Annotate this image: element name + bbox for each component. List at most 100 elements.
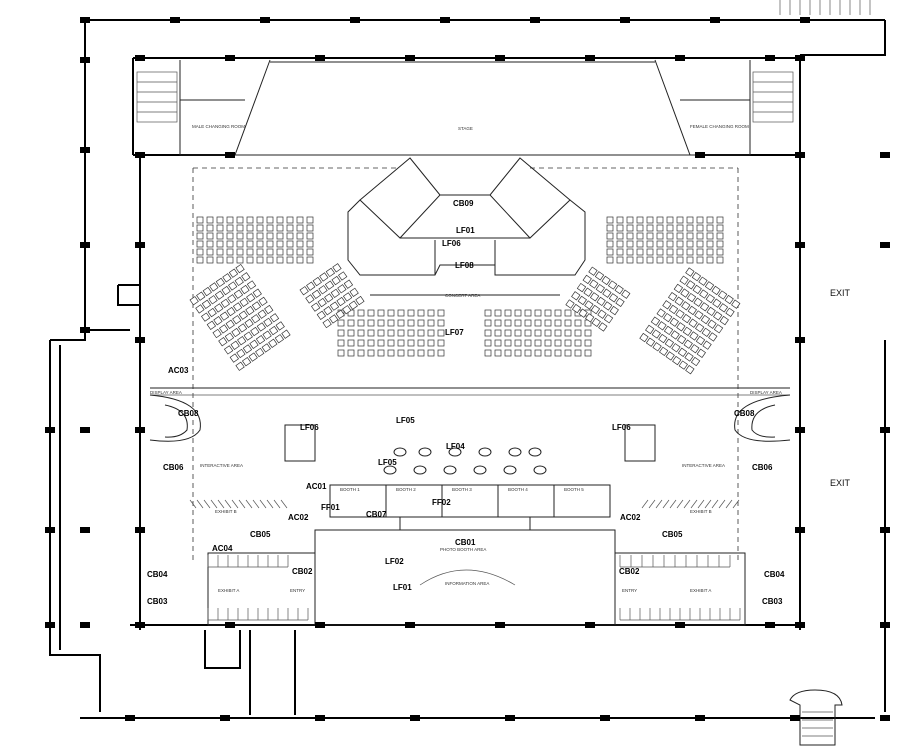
column xyxy=(135,427,145,433)
label-ff01: FF01 xyxy=(321,503,340,512)
seat xyxy=(686,256,694,264)
seat xyxy=(216,232,224,240)
seat xyxy=(214,290,225,300)
seat xyxy=(407,319,415,327)
seat xyxy=(514,339,522,347)
seat xyxy=(276,232,284,240)
seat xyxy=(686,232,694,240)
seat xyxy=(588,266,598,276)
seat xyxy=(719,315,729,326)
column xyxy=(135,622,145,628)
seat xyxy=(347,329,355,337)
column xyxy=(795,337,805,343)
seat xyxy=(397,309,405,317)
label-lf01-top: LF01 xyxy=(456,226,475,235)
label-cb02-right: CB02 xyxy=(619,567,640,576)
seat xyxy=(226,248,234,256)
seat xyxy=(616,256,624,264)
label-cb06-right: CB06 xyxy=(752,463,773,472)
seat xyxy=(679,275,689,285)
label-cb09: CB09 xyxy=(453,199,474,208)
seat xyxy=(250,314,261,324)
seat xyxy=(257,309,267,319)
label-cb05-right: CB05 xyxy=(662,530,683,539)
seat xyxy=(196,248,204,256)
seat xyxy=(317,297,327,308)
seat xyxy=(437,349,445,357)
seat xyxy=(674,296,684,306)
grille-top-right xyxy=(779,0,871,15)
label-cb06-left: CB06 xyxy=(163,463,184,472)
seat xyxy=(494,329,502,337)
seat xyxy=(544,339,552,347)
seat xyxy=(682,326,693,337)
seat xyxy=(584,329,592,337)
seat xyxy=(676,322,686,332)
seat xyxy=(686,280,696,290)
seat xyxy=(397,339,405,347)
column xyxy=(675,622,685,628)
column xyxy=(765,55,775,61)
seat xyxy=(200,312,211,322)
seat xyxy=(226,256,234,264)
seat xyxy=(427,349,435,357)
seat xyxy=(606,224,614,232)
column xyxy=(315,55,325,61)
seat xyxy=(335,309,345,319)
seat xyxy=(663,325,674,336)
hatch-line xyxy=(641,499,649,509)
column xyxy=(880,152,890,158)
column xyxy=(795,152,805,158)
seat xyxy=(713,324,724,334)
seat xyxy=(696,224,704,232)
seat xyxy=(706,306,716,317)
seat xyxy=(213,316,223,326)
seat xyxy=(296,256,304,264)
seat xyxy=(286,248,294,256)
seat xyxy=(650,316,661,326)
seat xyxy=(377,329,385,337)
label-cb05-left: CB05 xyxy=(250,530,271,539)
seat xyxy=(494,309,502,317)
seat xyxy=(235,263,245,274)
seat xyxy=(248,352,258,362)
label-ac03: AC03 xyxy=(168,366,189,375)
seat xyxy=(377,309,385,317)
seat xyxy=(387,329,395,337)
column xyxy=(225,152,235,158)
seat xyxy=(337,349,345,357)
hatch-line xyxy=(648,499,656,509)
seat xyxy=(244,318,254,329)
seat xyxy=(235,361,245,371)
hatch-line xyxy=(259,499,267,509)
seat xyxy=(564,339,572,347)
seat xyxy=(276,216,284,224)
seat xyxy=(524,339,532,347)
entry-left-label: ENTRY xyxy=(290,588,305,593)
seat xyxy=(236,216,244,224)
seat xyxy=(311,289,322,300)
seat xyxy=(268,338,278,348)
seat xyxy=(663,312,673,323)
seat xyxy=(636,232,644,240)
seat xyxy=(268,325,279,336)
seat xyxy=(716,232,724,240)
seat xyxy=(306,281,316,291)
hatch-line xyxy=(732,499,740,509)
seat xyxy=(615,297,625,308)
information-area-label: INFORMATION AREA xyxy=(445,581,489,586)
seat xyxy=(724,294,734,305)
seat xyxy=(656,240,664,248)
seat xyxy=(705,293,716,304)
seat xyxy=(706,248,714,256)
seat xyxy=(574,349,582,357)
seat xyxy=(276,224,284,232)
seat xyxy=(718,303,729,313)
exhibition-zone: DISPLAY AREA DISPLAY AREA INTERACTIVE AR… xyxy=(149,387,791,626)
column xyxy=(135,242,145,248)
seat xyxy=(681,301,691,311)
hatch-line xyxy=(697,499,705,509)
seat xyxy=(607,280,618,290)
seat xyxy=(669,317,679,327)
seat xyxy=(656,232,664,240)
